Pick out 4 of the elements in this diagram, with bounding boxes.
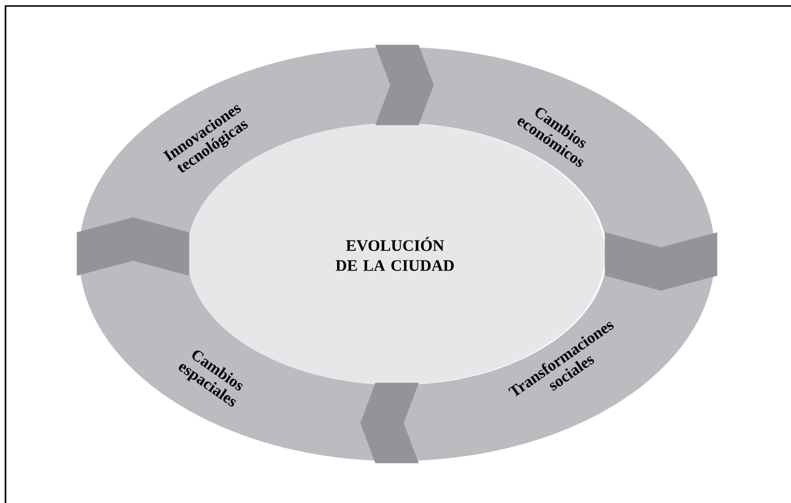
chevron-arrow xyxy=(604,232,718,291)
chevron-arrow xyxy=(76,217,190,276)
chevron-arrow xyxy=(360,382,419,464)
chevron-arrow xyxy=(375,44,434,126)
